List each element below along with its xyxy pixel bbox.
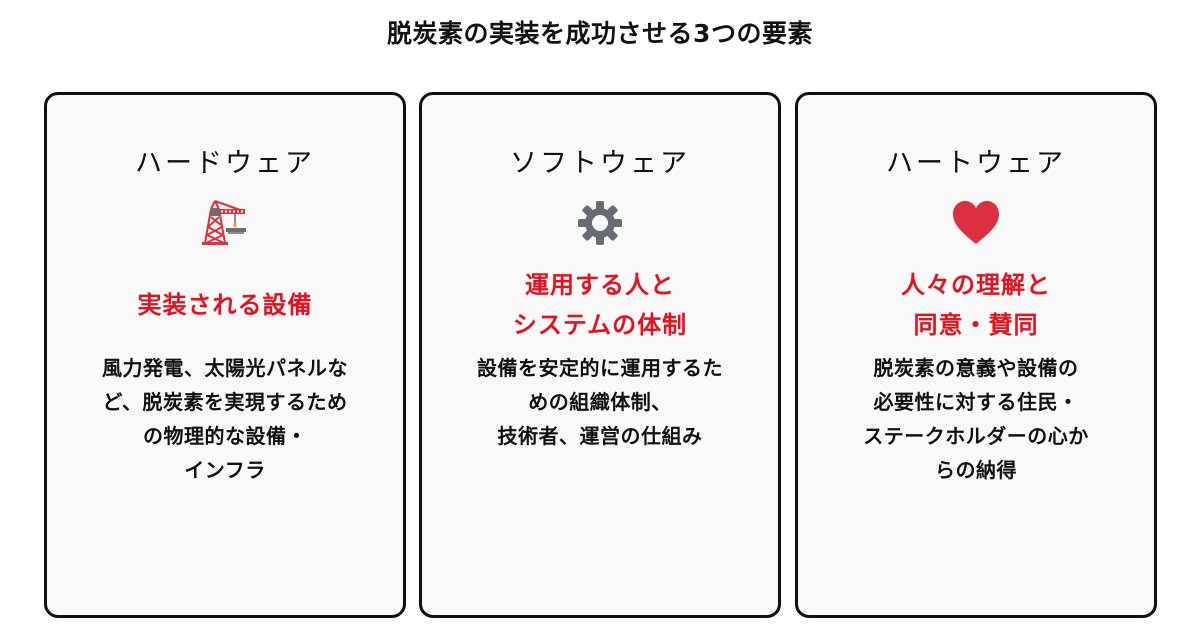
card-heading: ハートウェア — [886, 148, 1066, 179]
card-description: 設備を安定的に運用するた めの組織体制、 技術者、運営の仕組み — [477, 356, 723, 448]
card-subtitle: 実装される設備 — [137, 291, 313, 319]
gear-icon — [574, 199, 626, 247]
card-heading: ハードウェア — [135, 148, 315, 179]
card-heading: ソフトウェア — [510, 148, 690, 179]
card-hardware: ハードウェア — [44, 92, 406, 618]
page-title: 脱炭素の実装を成功させる3つの要素 — [387, 19, 813, 48]
card-heartware: ハートウェア 人々の理解と 同意・賛同 脱炭素の意義や設備の 必要性に対する住民… — [795, 92, 1157, 618]
card-description: 脱炭素の意義や設備の 必要性に対する住民・ ステークホルダーの心か らの納得 — [863, 356, 1089, 482]
card-subtitle: 人々の理解と 同意・賛同 — [901, 271, 1051, 339]
card-software: ソフトウェア 運用する人と システムの体制 設備を安定的に運用するた めの組織体… — [419, 92, 781, 618]
heart-icon — [950, 199, 1002, 247]
crane-icon — [199, 199, 251, 247]
card-subtitle: 運用する人と システムの体制 — [512, 271, 688, 339]
card-description: 風力発電、太陽光パネルな ど、脱炭素を実現するため の物理的な設備・ インフラ — [102, 356, 348, 482]
